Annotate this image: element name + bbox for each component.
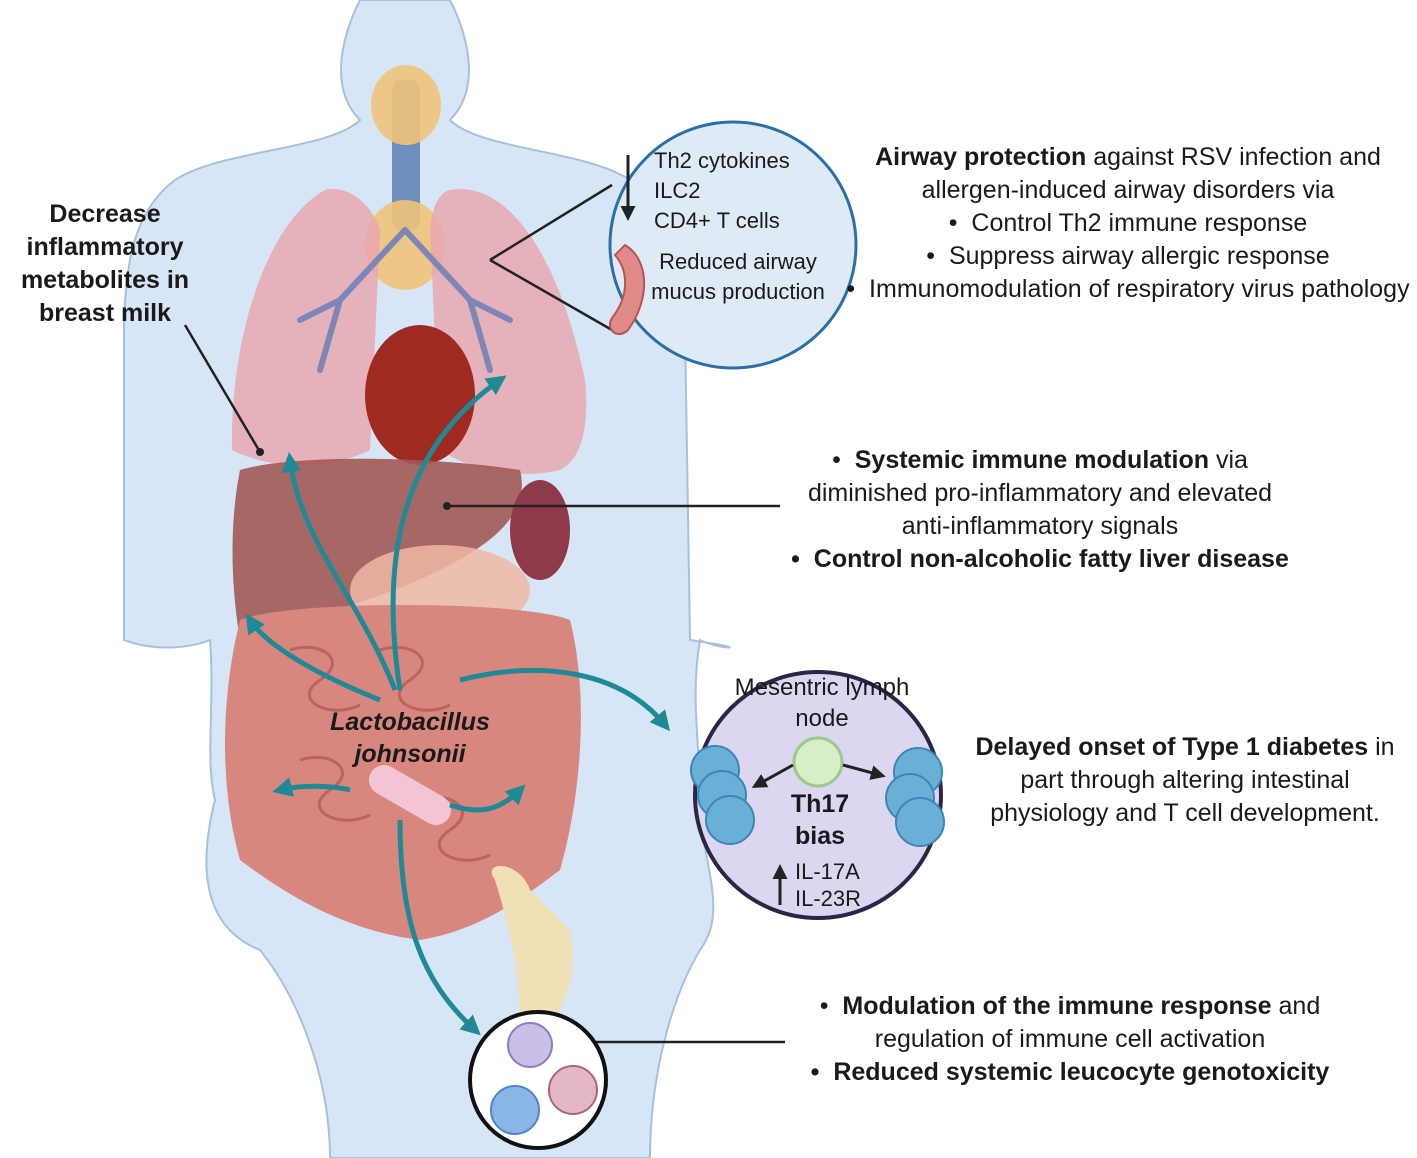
interleukin-labels: IL-17A IL-23R (795, 858, 861, 912)
liver-rest-1: via diminished pro-inflammatory and elev… (807, 446, 1273, 540)
t-cells-right (885, 747, 945, 847)
spleen (510, 480, 570, 580)
th2-cytokines-label: Th2 cytokines (654, 148, 790, 173)
femur (491, 866, 573, 1040)
immune-bold-1: Modulation of the immune response (842, 992, 1272, 1020)
granulocyte-cell (548, 1065, 598, 1115)
teal-arrows (245, 375, 671, 1036)
ilc2-label: ILC2 (654, 178, 701, 203)
airway-bold: Airway protection (875, 143, 1087, 171)
lymph-node-circle (693, 670, 943, 920)
diabetes-rest: in part through altering intestinal phys… (990, 733, 1395, 827)
diabetes-bold: Delayed onset of Type 1 diabetes (975, 733, 1369, 761)
lymphocyte-cell (490, 1085, 540, 1135)
lymph-node-title: Mesentric lymph node (734, 674, 910, 732)
thyroid (371, 65, 441, 145)
lactobacillus-pill (369, 765, 451, 825)
t-cells-left (690, 745, 755, 845)
diabetes-text: Delayed onset of Type 1 diabetes in part… (960, 731, 1410, 830)
intestines (225, 605, 581, 940)
macrophage-cell (507, 1022, 553, 1068)
thymus (365, 200, 445, 290)
mucus-icon (609, 243, 646, 336)
immune-text: Modulation of the immune response and re… (770, 990, 1370, 1089)
th17-bias-label: Th17 bias (790, 790, 850, 850)
bronchi (297, 227, 513, 373)
arrow-right (842, 763, 886, 780)
th17-cell (792, 736, 844, 788)
arrow-left (751, 763, 794, 788)
cd4-label: CD4+ T cells (654, 208, 780, 233)
airway-bullet-1: Control Th2 immune response (838, 207, 1417, 240)
left-lung (231, 189, 380, 465)
liver-text: Systemic immune modulation via diminishe… (790, 444, 1290, 576)
intestine-coils (289, 645, 491, 862)
immune-bullet-2: Reduced systemic leucocyte genotoxicity (770, 1056, 1370, 1089)
airway-protection-text: Airway protection against RSV infection … (838, 141, 1417, 306)
mucus-label: Reduced airway mucus production (651, 249, 825, 304)
liver-bullet-2: Control non-alcoholic fatty liver diseas… (790, 543, 1290, 576)
airway-bullet-2: Suppress airway allergic response (838, 240, 1417, 273)
breast-milk-label: Decrease inflammatory metabolites in bre… (20, 200, 190, 327)
airway-bullet-3: Immunomodulation of respiratory virus pa… (838, 273, 1417, 306)
liver-bold-1: Systemic immune modulation (854, 446, 1209, 474)
il23r-label: IL-23R (795, 886, 862, 911)
immune-rest-1: and regulation of immune cell activation (874, 992, 1321, 1053)
bacterium-label: Lactobacillus johnsonii (330, 708, 490, 768)
il17a-label: IL-17A (795, 859, 860, 884)
heart (365, 325, 475, 465)
airway-rest: against RSV infection and allergen-induc… (921, 143, 1381, 204)
pointer-lines (183, 183, 785, 1044)
